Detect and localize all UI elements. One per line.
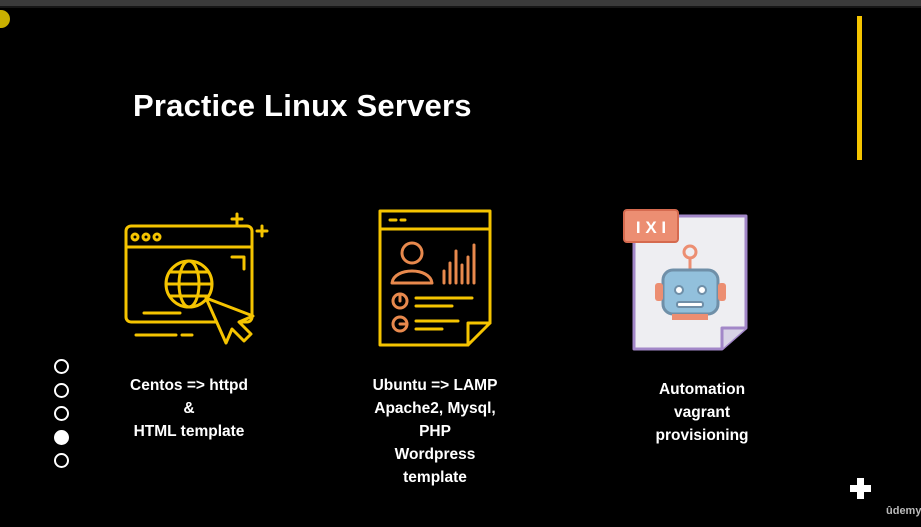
profile-report-document-icon: [378, 209, 492, 347]
cursor-highlight: [0, 10, 10, 28]
caption-line: &: [183, 400, 195, 417]
card-caption-centos: Centos => httpd & HTML template: [109, 374, 269, 443]
caption-line: Wordpress: [394, 446, 476, 463]
caption-line: provisioning: [655, 427, 749, 444]
caption-line: Apache2, Mysql,: [374, 400, 496, 417]
pagination-dot[interactable]: [54, 406, 69, 421]
robot-document-icon: I X I: [623, 209, 748, 351]
svg-text:I X I: I X I: [636, 218, 666, 237]
window-top-bar: [0, 0, 921, 6]
caption-line: PHP: [419, 423, 451, 440]
slide-title: Practice Linux Servers: [133, 88, 472, 123]
window-top-divider: [0, 6, 921, 8]
caption-line: Automation: [658, 381, 746, 398]
caption-line: vagrant: [674, 404, 730, 421]
card-caption-automation: Automation vagrant provisioning: [622, 378, 782, 447]
pagination-dot[interactable]: [54, 453, 69, 468]
caption-line: Ubuntu => LAMP: [372, 377, 498, 394]
caption-line: HTML template: [133, 423, 245, 440]
udemy-watermark: ûdemy: [886, 505, 921, 517]
slide-pagination: [54, 359, 70, 477]
accent-bar: [857, 16, 862, 160]
caption-line: template: [403, 469, 467, 486]
pagination-dot[interactable]: [54, 359, 69, 374]
caption-line: Centos => httpd: [130, 377, 248, 394]
card-caption-ubuntu: Ubuntu => LAMP Apache2, Mysql, PHP Wordp…: [355, 374, 515, 489]
plus-icon[interactable]: [850, 478, 871, 499]
pagination-dot-active[interactable]: [54, 429, 69, 445]
pagination-dot[interactable]: [54, 382, 69, 398]
web-browser-globe-cursor-icon: [124, 212, 269, 345]
